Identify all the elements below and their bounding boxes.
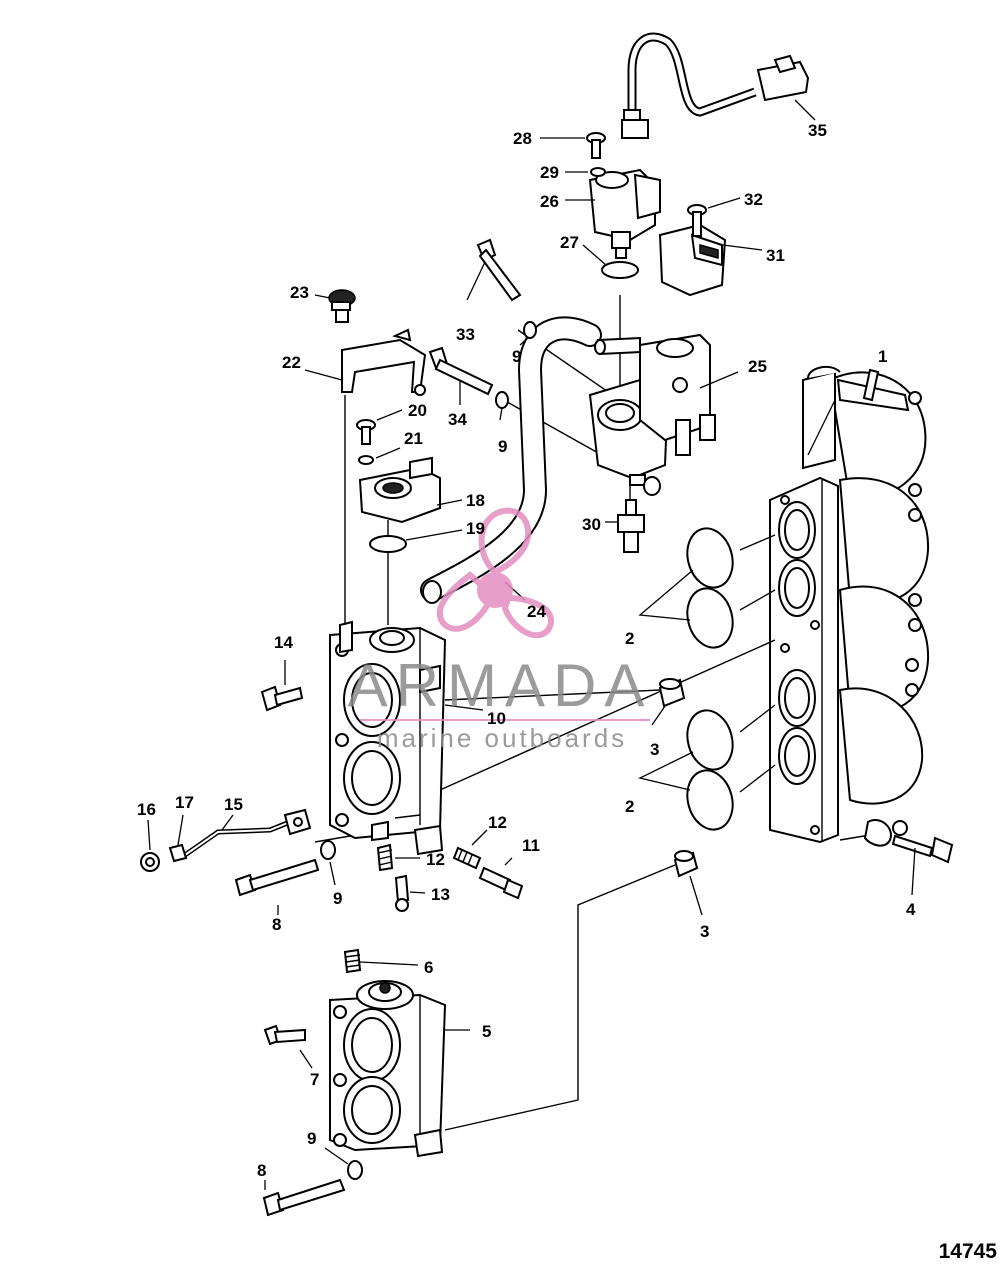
callout-labels: 1 2 2 3 3 4 5 6 7 8 8 9 9 9 9 10 11 12 1… [137,121,916,1180]
callout-26: 26 [540,192,559,211]
callout-9-d: 9 [307,1129,316,1148]
bolt-8-lower [262,1178,346,1217]
screw-11 [478,857,524,900]
callout-22: 22 [282,353,301,372]
screw-7 [263,1024,313,1069]
callout-32: 32 [744,190,763,209]
callout-13: 13 [431,885,450,904]
washer-29 [565,167,606,177]
callout-12-right: 12 [488,813,507,832]
callout-1: 1 [878,347,887,366]
callout-14: 14 [274,633,293,652]
callout-9-c: 9 [333,889,342,908]
callout-29: 29 [540,163,559,182]
callout-6: 6 [424,958,433,977]
gasket-set-lower [638,704,776,831]
nut-17 [168,814,188,863]
dowel-3-upper [651,678,686,726]
callout-28: 28 [513,129,532,148]
callout-24: 24 [527,602,546,621]
bolt-33 [466,238,522,302]
callout-31: 31 [766,246,785,265]
dowel-3-lower [673,850,703,916]
idle-air-control-body [588,333,739,496]
spring-12-right [452,829,488,870]
spring-12-left [376,843,420,872]
figure-number: 14745 [939,1240,998,1263]
callout-34: 34 [448,410,467,429]
callout-21: 21 [404,429,423,448]
screw-28 [540,132,606,159]
throttle-body-upper [329,620,484,856]
hose [420,316,602,604]
wiring-harness [621,32,816,139]
callout-4: 4 [906,900,916,919]
callout-15: 15 [224,795,243,814]
washer-9-d [324,1147,363,1180]
watermark-logo [436,507,554,639]
callout-8-upper: 8 [272,915,281,934]
watermark: ARMADA marine outboards [348,507,653,753]
idle-air-motor [565,168,661,259]
ground-wire-15 [183,808,312,858]
callout-10: 10 [487,709,506,728]
temperature-sensor [605,499,645,553]
washer-9-a [519,321,537,346]
callout-27: 27 [560,233,579,252]
callout-5: 5 [482,1022,491,1041]
callout-23: 23 [290,283,309,302]
bolt-8-upper [234,858,320,915]
callout-25: 25 [748,357,767,376]
callout-3-upper: 3 [650,740,659,759]
callout-16: 16 [137,800,156,819]
callout-18: 18 [466,491,485,510]
washer-21 [358,447,401,465]
spring-6 [343,948,419,974]
map-sensor [658,223,763,297]
watermark-brand: ARMADA [348,652,653,719]
callout-7: 7 [310,1070,319,1089]
bolt-34 [428,346,494,405]
washer-9-c [320,840,336,886]
watermark-tagline: marine outboards [377,723,627,753]
callout-3-lower: 3 [700,922,709,941]
o-ring-27 [582,244,639,279]
callout-30: 30 [582,515,601,534]
plug-23 [314,289,356,323]
callout-19: 19 [466,519,485,538]
throttle-position-sensor [358,456,463,524]
callout-8-lower: 8 [257,1161,266,1180]
washer-9-b [495,391,509,421]
throttle-body-lower [329,980,470,1158]
o-ring-19 [369,529,463,553]
screw-13 [394,874,426,912]
callout-11: 11 [522,836,540,855]
bracket-22 [304,328,427,396]
callout-35: 35 [808,121,827,140]
gasket-set-upper [638,527,776,649]
callout-17: 17 [175,793,194,812]
screw-14 [260,660,304,712]
callout-33: 33 [456,325,475,344]
callout-2-upper: 2 [625,629,634,648]
callout-20: 20 [408,401,427,420]
callout-9-b: 9 [498,437,507,456]
eyelet-16 [140,819,160,872]
intake-manifold [769,365,930,844]
screw-32 [687,197,741,237]
callout-2-lower: 2 [625,797,634,816]
callout-9-a: 9 [512,347,521,366]
callout-12-left: 12 [426,850,445,869]
screw-20 [356,409,403,445]
bolt-4 [863,819,954,896]
